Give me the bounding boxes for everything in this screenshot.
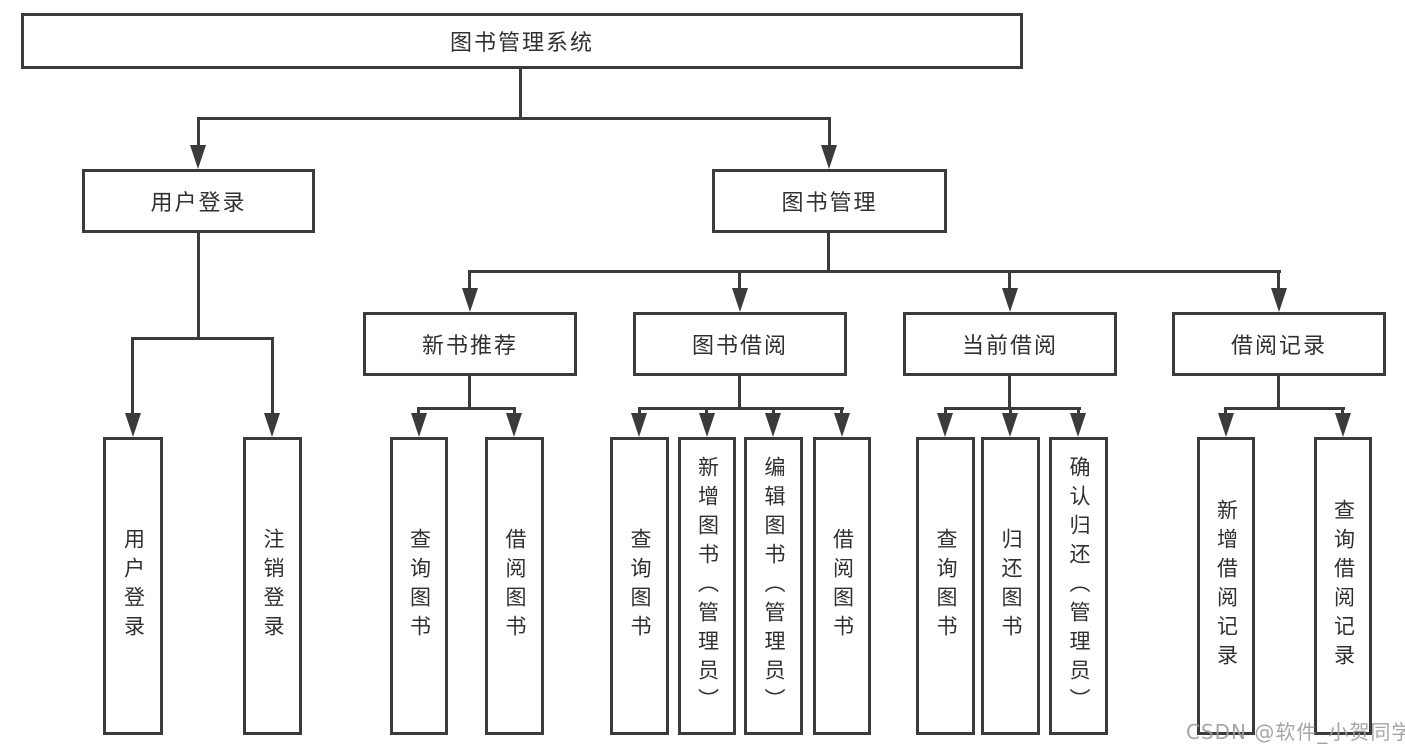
connector-drop-edit-books-admin	[772, 407, 775, 417]
leaf-borrow-books-borrow: 借阅图书	[813, 437, 871, 735]
connector-drop-add-books-admin	[705, 407, 708, 417]
connector-borrow-records-stem	[1277, 376, 1280, 410]
connector-drop-query-borrow-record	[1341, 407, 1344, 417]
node-current-borrow: 当前借阅	[903, 312, 1117, 376]
connector-user-login-stem	[197, 233, 200, 340]
leaf-return-books: 归还图书	[981, 437, 1040, 735]
connector-root-stem	[519, 69, 522, 119]
arrow-query-books-borrow-icon	[631, 413, 647, 437]
arrow-book-management-icon	[821, 145, 837, 169]
connector-drop-leaf-logout	[271, 337, 274, 415]
leaf-add-books-admin: 新增图书（管理员）	[678, 437, 736, 735]
connector-book-management-branch	[468, 270, 1281, 273]
connector-book-management-stem	[827, 233, 830, 273]
connector-current-borrow-branch	[944, 407, 1081, 410]
connector-borrow-records-branch	[1224, 407, 1345, 410]
connector-new-book-recommend-branch	[417, 407, 516, 410]
node-borrow-records: 借阅记录	[1172, 312, 1386, 376]
connector-current-borrow-stem	[1008, 376, 1011, 410]
connector-drop-book-borrow	[738, 270, 741, 292]
arrow-book-borrow-icon	[732, 288, 748, 312]
arrow-leaf-user-login-icon	[125, 413, 141, 437]
arrow-user-login-icon	[190, 145, 206, 169]
arrow-return-books-icon	[1002, 413, 1018, 437]
leaf-edit-books-admin: 编辑图书（管理员）	[744, 437, 803, 735]
connector-drop-borrow-books-recommend	[513, 407, 516, 417]
node-book-borrow: 图书借阅	[633, 312, 847, 376]
arrow-new-book-recommend-icon	[462, 288, 478, 312]
arrow-borrow-books-borrow-icon	[834, 413, 850, 437]
connector-drop-borrow-books-borrow	[840, 407, 843, 417]
arrow-borrow-records-icon	[1271, 288, 1287, 312]
arrow-confirm-return-admin-icon	[1070, 413, 1086, 437]
connector-drop-query-books-current	[944, 407, 947, 417]
leaf-query-books-current: 查询图书	[916, 437, 975, 735]
node-user-login: 用户登录	[82, 169, 315, 233]
arrow-add-books-admin-icon	[699, 413, 715, 437]
node-book-management: 图书管理	[712, 169, 947, 233]
arrow-leaf-logout-icon	[264, 413, 280, 437]
connector-drop-query-books-recommend	[417, 407, 420, 417]
connector-new-book-recommend-stem	[468, 376, 471, 410]
connector-drop-user-login	[197, 117, 200, 149]
arrow-add-borrow-record-icon	[1218, 413, 1234, 437]
arrow-query-books-recommend-icon	[411, 413, 427, 437]
connector-root-branch	[197, 117, 831, 120]
arrow-query-borrow-record-icon	[1335, 413, 1351, 437]
connector-drop-add-borrow-record	[1224, 407, 1227, 417]
connector-drop-query-books-borrow	[638, 407, 641, 417]
connector-drop-current-borrow	[1008, 270, 1011, 292]
leaf-user-login: 用户登录	[103, 437, 163, 735]
node-new-book-recommend: 新书推荐	[363, 312, 577, 376]
connector-user-login-branch	[131, 337, 274, 340]
arrow-query-books-current-icon	[937, 413, 953, 437]
connector-drop-confirm-return-admin	[1077, 407, 1080, 417]
arrow-edit-books-admin-icon	[765, 413, 781, 437]
connector-drop-book-management	[828, 117, 831, 149]
leaf-borrow-books-recommend: 借阅图书	[485, 437, 544, 735]
connector-drop-borrow-records	[1277, 270, 1280, 292]
leaf-logout: 注销登录	[243, 437, 302, 735]
leaf-confirm-return-admin: 确认归还（管理员）	[1049, 437, 1108, 735]
arrow-borrow-books-recommend-icon	[506, 413, 522, 437]
leaf-query-books-borrow: 查询图书	[610, 437, 669, 735]
leaf-query-books-recommend: 查询图书	[390, 437, 448, 735]
leaf-add-borrow-record: 新增借阅记录	[1197, 437, 1255, 735]
arrow-current-borrow-icon	[1002, 288, 1018, 312]
connector-drop-leaf-user-login	[131, 337, 134, 415]
leaf-query-borrow-record: 查询借阅记录	[1314, 437, 1372, 735]
node-root: 图书管理系统	[21, 13, 1023, 69]
csdn-watermark: CSDN @软件_小贺同学	[1186, 720, 1405, 744]
connector-book-borrow-branch	[638, 407, 844, 410]
connector-book-borrow-stem	[738, 376, 741, 410]
connector-drop-new-book-recommend	[468, 270, 471, 292]
connector-drop-return-books	[1009, 407, 1012, 417]
